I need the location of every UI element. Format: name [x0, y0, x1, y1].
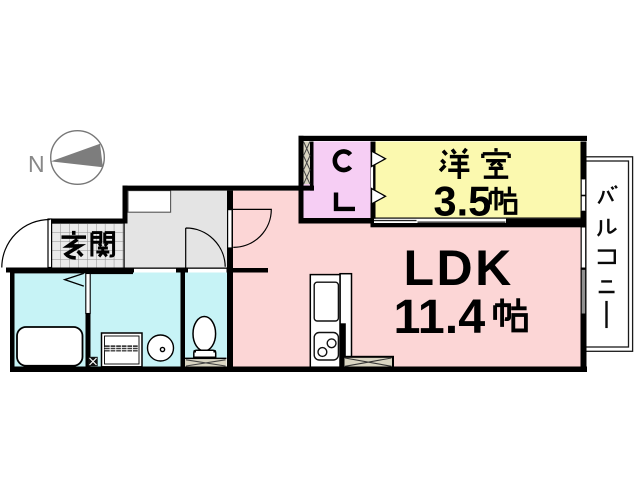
svg-text:N: N [28, 151, 45, 177]
svg-text:LDK: LDK [404, 240, 514, 296]
svg-text:11.4: 11.4 [394, 290, 486, 344]
svg-text:3.5: 3.5 [434, 178, 492, 225]
